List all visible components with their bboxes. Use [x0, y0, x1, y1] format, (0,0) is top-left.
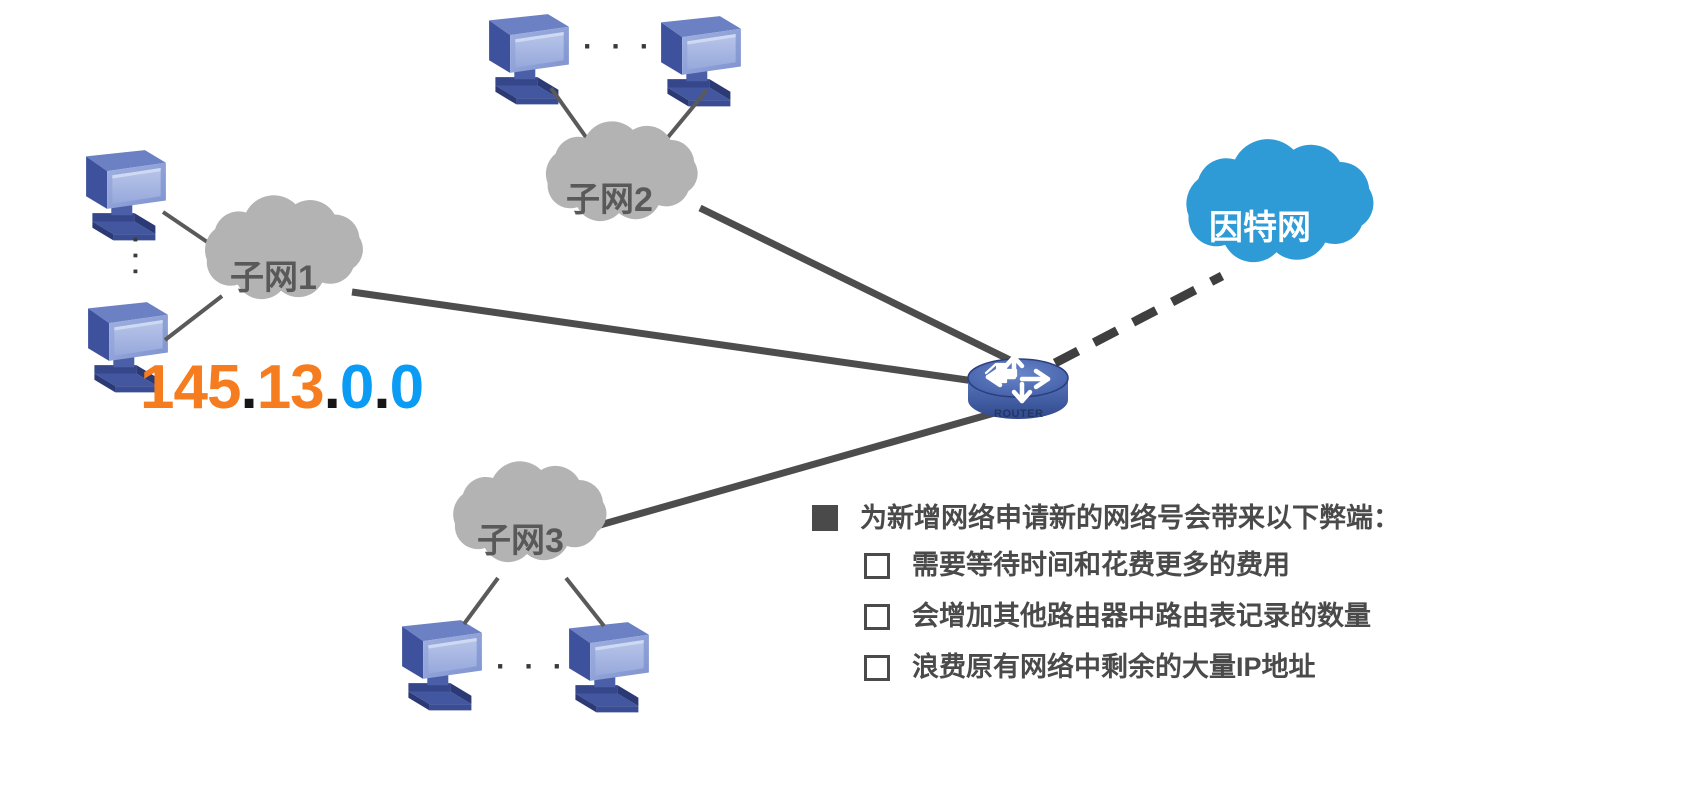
subnet-cloud-2-label: 子网2	[566, 181, 653, 219]
host-computer	[569, 622, 649, 713]
hollow-square-bullet-icon	[864, 654, 890, 681]
host-computer	[402, 620, 482, 711]
ip-octet-4: 0	[389, 353, 424, 422]
filled-square-bullet-icon	[812, 505, 838, 531]
host-computer	[86, 150, 166, 241]
host-computer	[661, 16, 741, 107]
ip-dot-1: .	[240, 353, 257, 422]
internet-cloud	[1186, 139, 1374, 263]
list-item: 会增加其他路由器中路由表记录的数量	[864, 591, 1512, 642]
internet-cloud-label: 因特网	[1209, 209, 1311, 247]
ellipsis-subnet3: · · ·	[496, 650, 568, 683]
list-item-text: 会增加其他路由器中路由表记录的数量	[912, 601, 1371, 631]
ip-address: 145.13.0.0	[140, 352, 424, 423]
hollow-square-bullet-icon	[864, 603, 890, 630]
host-computer	[489, 14, 569, 105]
router-device	[967, 354, 1069, 419]
list-item-text: 浪费原有网络中剩余的大量IP地址	[912, 652, 1316, 682]
list-item-text: 需要等待时间和花费更多的费用	[912, 550, 1290, 580]
subnet-cloud-1-label: 子网1	[230, 259, 317, 297]
drawbacks-heading-row: 为新增网络申请新的网络号会带来以下弊端：	[812, 496, 1512, 540]
ip-dot-2: .	[323, 353, 341, 422]
ip-octet-2: 13	[256, 353, 325, 422]
hollow-square-bullet-icon	[864, 552, 890, 579]
drawbacks-heading-text: 为新增网络申请新的网络号会带来以下弊端：	[860, 502, 1400, 533]
list-item: 浪费原有网络中剩余的大量IP地址	[864, 642, 1512, 693]
subnet-cloud-3-label: 子网3	[477, 522, 564, 560]
drawbacks-list: 为新增网络申请新的网络号会带来以下弊端： 需要等待时间和花费更多的费用 会增加其…	[812, 496, 1512, 693]
link-subnet2-router	[698, 204, 1012, 364]
link-subnet1-router	[351, 288, 989, 387]
ellipsis-subnet1: · · ·	[121, 236, 151, 277]
ip-dot-3: .	[373, 353, 390, 422]
router-label: ROUTER	[994, 408, 1044, 420]
list-item: 需要等待时间和花费更多的费用	[864, 540, 1512, 591]
link-subnet3-router	[599, 408, 999, 529]
ip-octet-3: 0	[339, 353, 374, 422]
ellipsis-subnet2: · · ·	[583, 30, 655, 63]
ip-octet-1: 145	[140, 353, 241, 422]
link-router-internet	[1052, 272, 1225, 367]
